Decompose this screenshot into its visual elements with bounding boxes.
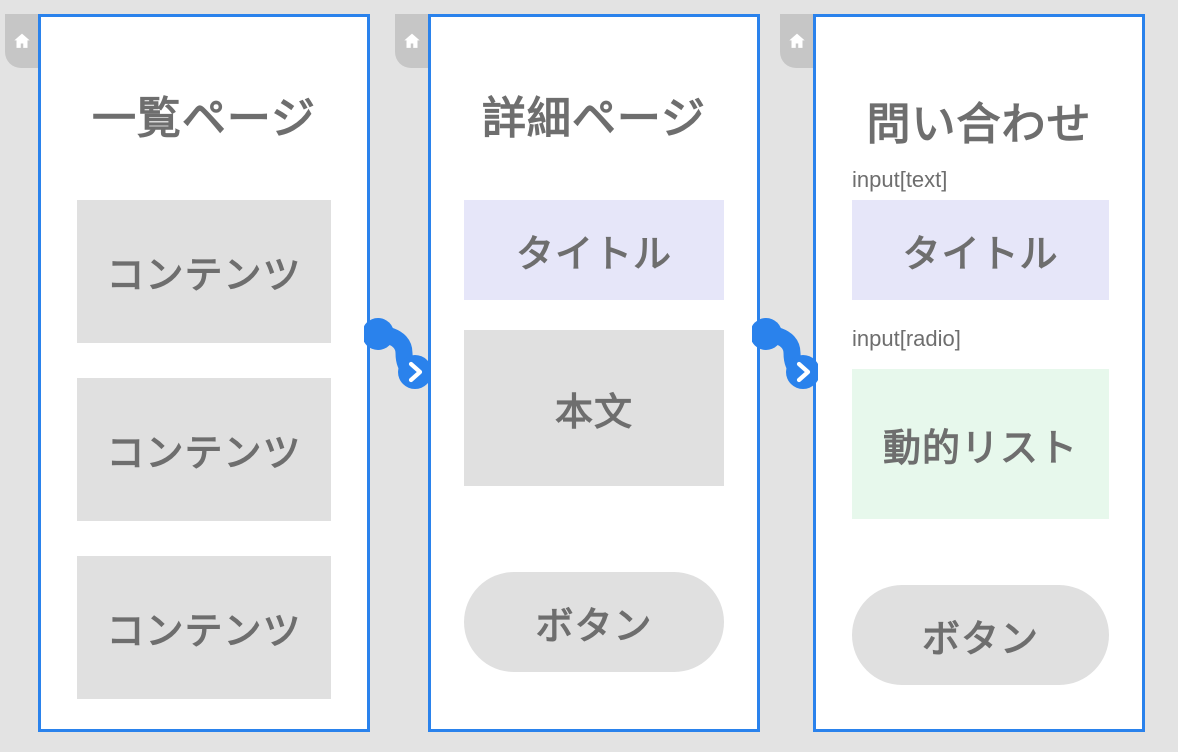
page-title: 詳細ページ bbox=[481, 94, 707, 143]
home-tab-detail-page[interactable] bbox=[395, 14, 429, 68]
screen-detail-page[interactable]: 詳細ページ タイトル 本文 ボタン bbox=[428, 14, 760, 732]
home-tab-contact-page[interactable] bbox=[780, 14, 814, 68]
screen-contact-page-body: 問い合わせ input[text] タイトル input[radio] 動的リス… bbox=[816, 17, 1142, 729]
content-block[interactable]: コンテンツ bbox=[77, 200, 331, 343]
content-block[interactable]: コンテンツ bbox=[77, 556, 331, 699]
chevron-right-icon bbox=[796, 361, 811, 383]
connector-2-to-3[interactable] bbox=[750, 308, 820, 403]
home-icon bbox=[12, 31, 32, 51]
home-icon bbox=[787, 31, 807, 51]
text-input-field[interactable]: タイトル bbox=[852, 200, 1109, 300]
page-title: 一覧ページ bbox=[91, 94, 317, 143]
screen-list-page[interactable]: 一覧ページ コンテンツ コンテンツ コンテンツ bbox=[38, 14, 370, 732]
screen-list-page-body: 一覧ページ コンテンツ コンテンツ コンテンツ bbox=[41, 17, 367, 729]
connector-end-node bbox=[398, 355, 432, 389]
home-tab-list-page[interactable] bbox=[5, 14, 39, 68]
content-block[interactable]: コンテンツ bbox=[77, 378, 331, 521]
body-block[interactable]: 本文 bbox=[464, 330, 724, 486]
screen-detail-page-body: 詳細ページ タイトル 本文 ボタン bbox=[431, 17, 757, 729]
home-icon bbox=[402, 31, 422, 51]
connector-1-to-2[interactable] bbox=[362, 308, 432, 403]
input-text-label: input[text] bbox=[852, 167, 948, 192]
title-block[interactable]: タイトル bbox=[464, 200, 724, 300]
input-radio-label: input[radio] bbox=[852, 326, 961, 351]
chevron-right-icon bbox=[408, 361, 423, 383]
screen-contact-page[interactable]: 問い合わせ input[text] タイトル input[radio] 動的リス… bbox=[813, 14, 1145, 732]
primary-button[interactable]: ボタン bbox=[852, 585, 1109, 685]
primary-button[interactable]: ボタン bbox=[464, 572, 724, 672]
radio-list-field[interactable]: 動的リスト bbox=[852, 369, 1109, 519]
page-title: 問い合わせ bbox=[866, 100, 1092, 149]
